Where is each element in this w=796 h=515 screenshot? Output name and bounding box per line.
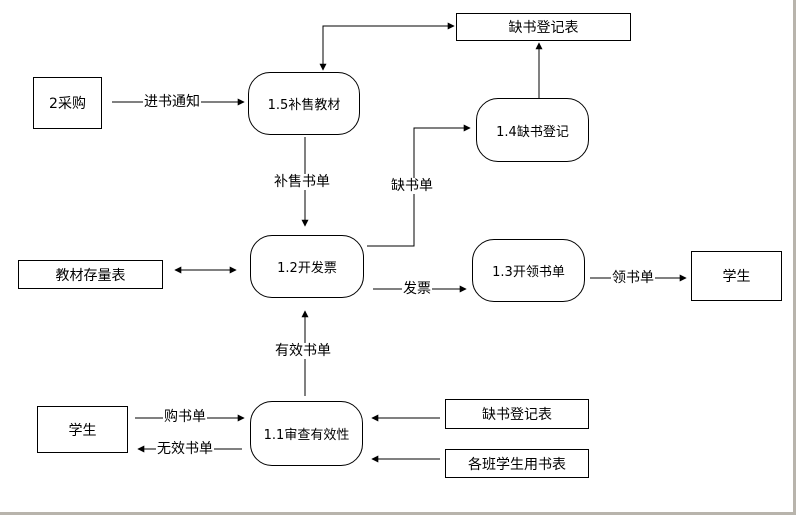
flow-label-invoice: 发票 bbox=[402, 281, 432, 297]
store-stock-table: 教材存量表 bbox=[18, 260, 163, 289]
process-p11: 1.1审查有效性 bbox=[250, 401, 363, 466]
entity-purchase: 2采购 bbox=[33, 77, 102, 129]
arrow-p15-shortage-table bbox=[319, 22, 455, 71]
process-p14: 1.4缺书登记 bbox=[476, 98, 589, 162]
store-class-book-table: 各班学生用书表 bbox=[445, 449, 589, 478]
flow-label-pickup-list: 领书单 bbox=[611, 270, 655, 286]
process-p12: 1.2开发票 bbox=[250, 235, 364, 298]
flow-label-valid-list: 有效书单 bbox=[274, 343, 332, 359]
process-p15: 1.5补售教材 bbox=[248, 72, 360, 135]
flow-label-stock-notice: 进书通知 bbox=[143, 94, 201, 110]
window-frame-right bbox=[793, 0, 796, 515]
process-p13: 1.3开领书单 bbox=[472, 239, 585, 302]
flow-label-resale-list: 补售书单 bbox=[273, 174, 331, 190]
store-shortage-table-top: 缺书登记表 bbox=[456, 13, 631, 41]
window-frame-bottom bbox=[0, 512, 796, 515]
flow-label-purchase-list: 购书单 bbox=[163, 409, 207, 425]
store-shortage-table-bottom: 缺书登记表 bbox=[445, 399, 589, 429]
entity-student-left: 学生 bbox=[37, 406, 128, 453]
flow-label-shortage-list: 缺书单 bbox=[390, 178, 434, 194]
entity-student-right: 学生 bbox=[691, 251, 782, 301]
flow-label-invalid-list: 无效书单 bbox=[156, 441, 214, 457]
